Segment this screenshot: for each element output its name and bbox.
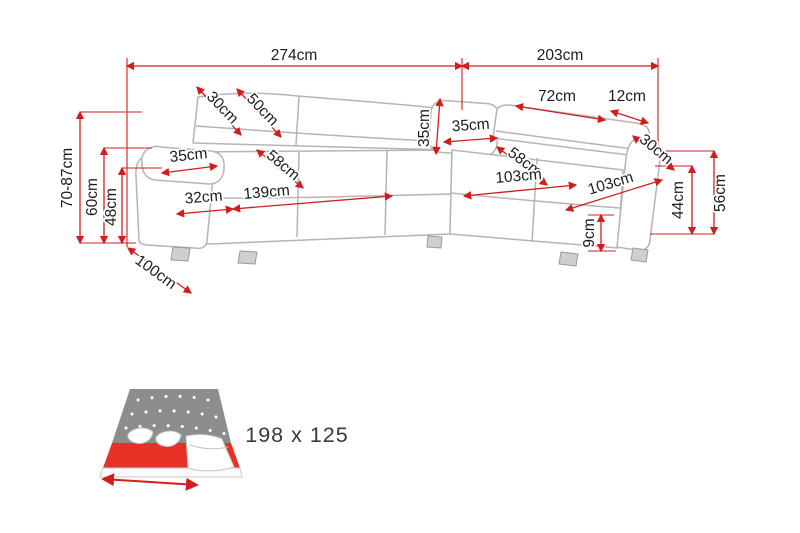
dim-right-armrest-height: 44cm xyxy=(668,164,697,236)
dimension-label: 32cm xyxy=(184,187,223,207)
dim-armrest-front-width: 32cm xyxy=(175,186,235,218)
dimension-label: 12cm xyxy=(608,88,646,105)
dimension-line xyxy=(442,134,499,146)
dimension-line xyxy=(495,146,549,186)
dimension-label: 72cm xyxy=(538,88,576,105)
dimension-line xyxy=(175,205,235,218)
dimension-line xyxy=(256,149,304,189)
dim-armrest-pad-width: 35cm xyxy=(160,143,219,177)
dimension-label: 9cm xyxy=(581,218,598,247)
dimension-line xyxy=(126,247,193,294)
dim-right-back-height: 56cm xyxy=(709,149,731,236)
sofa-leg xyxy=(170,246,191,262)
dimension-line xyxy=(231,192,394,213)
sofa-leg xyxy=(558,251,579,267)
dimension-label: 44cm xyxy=(670,181,687,219)
dimension-line xyxy=(609,109,650,125)
dim-overall-width-left: 274cm xyxy=(125,45,464,71)
dim-right-back-depth: 12cm xyxy=(606,86,650,125)
sofa-backrest-right-seam xyxy=(495,130,648,152)
dim-right-back-width: 72cm xyxy=(514,86,607,124)
dimension-line xyxy=(196,86,242,136)
dim-overall-width-right: 203cm xyxy=(460,45,660,71)
dim-seat-height: 48cm xyxy=(101,166,127,245)
dimension-label: 274cm xyxy=(271,47,318,64)
sofa-leg xyxy=(426,235,443,249)
sofa-leg xyxy=(630,247,649,263)
dimension-line xyxy=(462,181,578,200)
dimension-line xyxy=(236,88,282,138)
dimension-label: 56cm xyxy=(712,174,729,212)
pillow xyxy=(155,430,182,447)
sofa-leg xyxy=(237,250,258,265)
dimension-line xyxy=(160,162,219,177)
dimension-line xyxy=(564,178,664,212)
pillow xyxy=(127,427,154,444)
dimension-label: 35cm xyxy=(169,145,208,166)
sofa-headrest-seam xyxy=(295,95,300,146)
blanket xyxy=(185,434,235,472)
blanket-fold-line xyxy=(189,444,229,450)
dim-armrest-height: 60cm xyxy=(82,146,109,245)
dim-corner-cushion-width: 35cm xyxy=(442,114,499,146)
dim-overall-height: 70-87cm xyxy=(57,110,85,245)
dimension-line xyxy=(432,97,444,156)
dimension-line xyxy=(632,135,675,171)
dim-leg-height: 9cm xyxy=(579,213,606,253)
bed-sleeping-area-icon xyxy=(99,389,243,491)
dimension-label: 35cm xyxy=(416,109,433,147)
dim-corner-cushion-height: 35cm xyxy=(414,97,444,156)
dimension-line xyxy=(514,102,607,124)
sleeping-size-label: 198 x 125 xyxy=(245,423,348,447)
dimension-label: 35cm xyxy=(451,116,490,136)
dimension-label: 48cm xyxy=(103,188,120,226)
width-arrow xyxy=(101,473,199,491)
dimension-label: 60cm xyxy=(84,178,101,216)
dimension-label: 203cm xyxy=(537,47,584,64)
dimension-label: 70-87cm xyxy=(59,148,76,208)
